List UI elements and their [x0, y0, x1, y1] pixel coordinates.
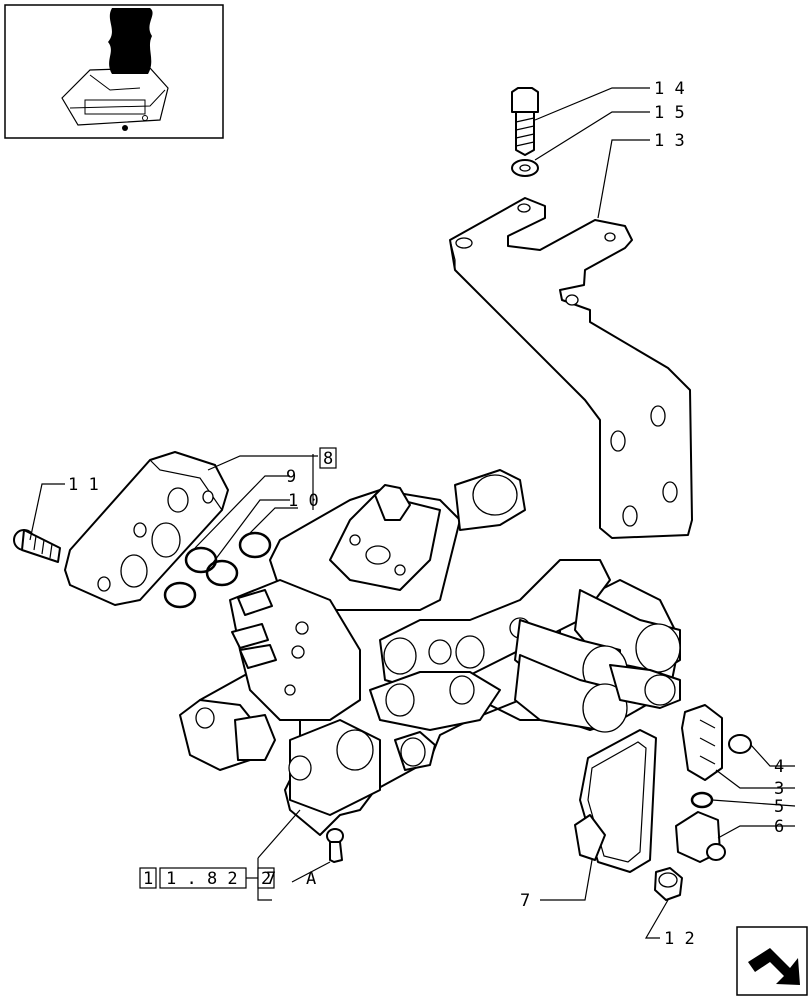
connector-3-icon	[681, 704, 723, 781]
callout-15: 1 5	[654, 103, 685, 123]
callout-8-box: 8	[319, 447, 337, 469]
callout-10: 1 0	[288, 491, 319, 511]
washer-15-icon	[511, 159, 539, 177]
solenoid-cylinders-icon	[514, 589, 681, 733]
leader-lines	[29, 87, 796, 939]
o-rings-icon	[163, 531, 272, 609]
callout-3: 3	[774, 779, 784, 799]
page-reference[interactable]: 1 1 . 8 2 2 7	[139, 867, 276, 889]
next-page-arrow-icon[interactable]	[736, 926, 808, 996]
flange-plate-icon	[64, 451, 229, 606]
ref-box-182: 1 . 8 2	[166, 869, 238, 889]
callout-13: 1 3	[654, 131, 685, 151]
callout-8: 8	[323, 449, 333, 469]
plug-6-icon	[675, 811, 726, 863]
cap-4-icon	[728, 734, 752, 754]
callout-14: 1 4	[654, 79, 685, 99]
bolt-14-icon	[511, 87, 539, 156]
ref-box-2: 2	[261, 869, 271, 889]
plug-12-icon	[654, 867, 683, 901]
callout-9: 9	[286, 467, 296, 487]
gasket-7-icon	[574, 729, 657, 873]
callout-a: A	[306, 869, 316, 889]
callout-7: 7	[520, 891, 530, 911]
bolt-a-icon	[326, 828, 344, 863]
ref-suffix-7: 7	[266, 869, 276, 889]
callout-5: 5	[774, 797, 784, 817]
callout-6: 6	[774, 817, 784, 837]
bracket-13-icon	[449, 197, 693, 539]
callout-4: 4	[774, 757, 784, 777]
assembly-thumbnail[interactable]	[4, 4, 224, 139]
control-valve-block-icon	[179, 469, 681, 836]
oring-5-icon	[690, 791, 714, 809]
screw-11-icon	[13, 529, 61, 563]
callout-12: 1 2	[664, 929, 695, 949]
callout-11: 1 1	[68, 475, 99, 495]
ref-box-1: 1	[143, 869, 153, 889]
